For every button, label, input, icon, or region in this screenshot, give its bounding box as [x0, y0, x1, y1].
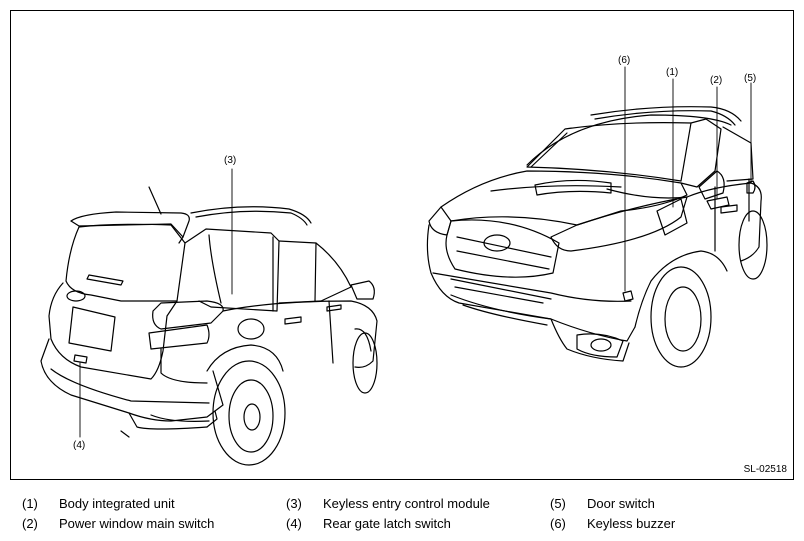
legend-number: (5)	[550, 496, 566, 511]
callout-1: (1)	[666, 67, 678, 78]
legend-text: Keyless buzzer	[587, 516, 676, 531]
leader-lines	[79, 66, 752, 438]
legend-number: (1)	[22, 496, 38, 511]
vehicle-illustration: (3) (4) (6) (1) (2) (5)	[40, 55, 768, 466]
legend-number: (3)	[286, 496, 302, 511]
legend: (1) Body integrated unit (2) Power windo…	[0, 492, 804, 537]
legend-number: (6)	[550, 516, 566, 531]
callout-2: (2)	[710, 75, 722, 86]
rear-view-vehicle	[40, 186, 378, 466]
legend-number: (2)	[22, 516, 38, 531]
front-view-vehicle	[426, 106, 768, 368]
legend-text: Power window main switch	[59, 516, 215, 531]
legend-number: (4)	[286, 516, 302, 531]
callout-4: (4)	[73, 440, 85, 451]
legend-text: Rear gate latch switch	[323, 516, 451, 531]
callout-3: (3)	[224, 155, 236, 166]
legend-text: Keyless entry control module	[323, 496, 490, 511]
diagram-figure: (3) (4) (6) (1) (2) (5) SL-02518	[10, 10, 794, 480]
legend-text: Body integrated unit	[59, 496, 175, 511]
callout-6: (6)	[618, 55, 630, 66]
callout-5: (5)	[744, 73, 756, 84]
figure-code: SL-02518	[743, 464, 787, 475]
legend-text: Door switch	[587, 496, 655, 511]
